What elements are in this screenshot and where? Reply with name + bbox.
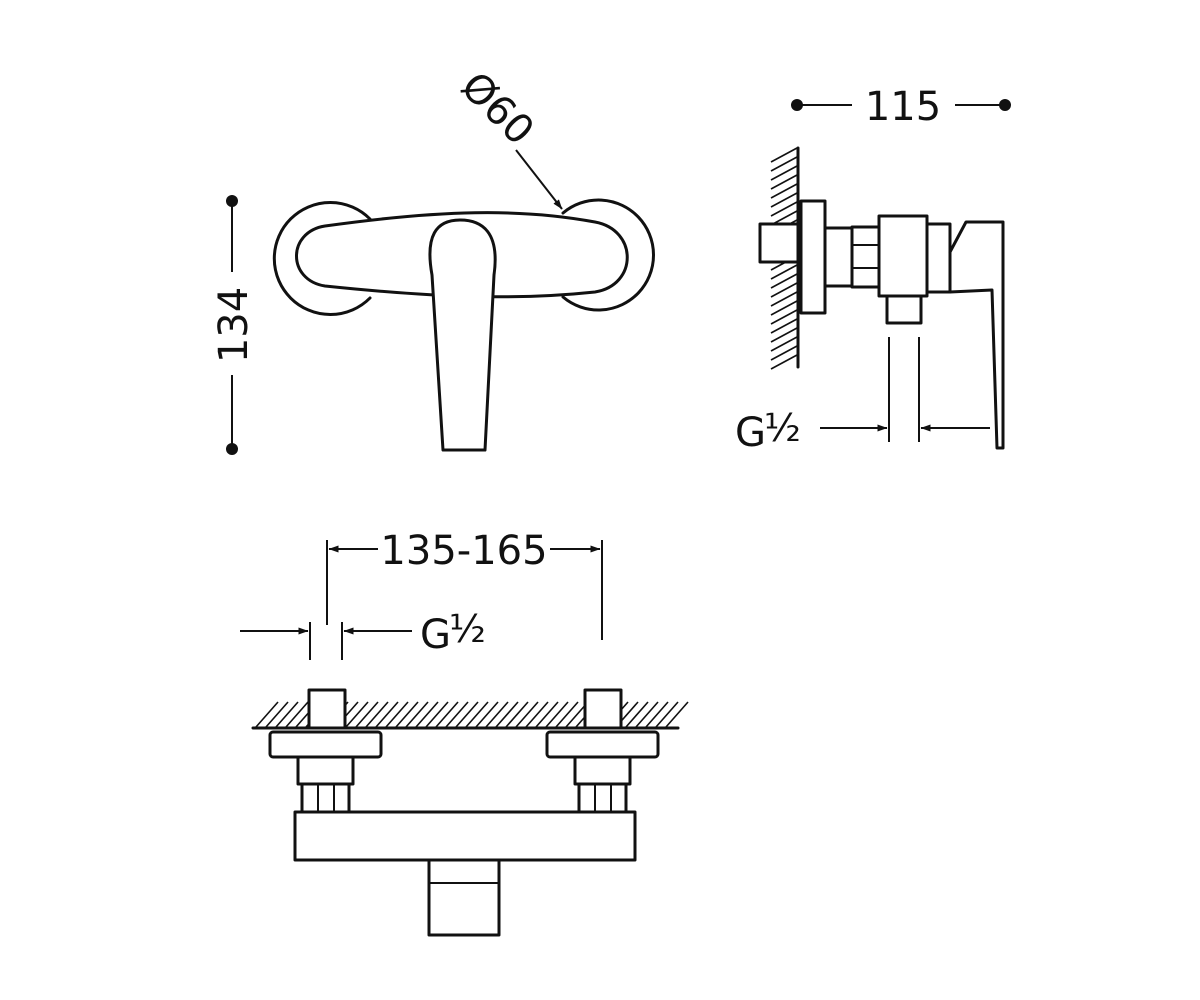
- front-view: 134 Ø60: [211, 63, 655, 455]
- top-thread-letter: G: [420, 612, 451, 658]
- height-dimension: 134: [211, 195, 257, 455]
- top-thread-fraction: ½: [449, 607, 486, 651]
- diameter-label: Ø60: [452, 63, 543, 154]
- side-body: [877, 214, 929, 298]
- left-rosette-plate: [268, 730, 383, 759]
- side-inlet-stub: [758, 222, 800, 264]
- side-thread-fraction: ½: [764, 406, 801, 450]
- spacing-label: 135-165: [380, 528, 547, 574]
- right-connector-hex: [577, 782, 628, 814]
- right-connector-nut: [573, 755, 632, 786]
- outlet-stub: [427, 858, 501, 937]
- top-thread-dimension: G ½: [240, 607, 486, 660]
- side-outlet: [885, 294, 923, 325]
- left-connector-nut: [296, 755, 355, 786]
- depth-label: 115: [865, 84, 941, 130]
- side-lever: [948, 220, 1005, 450]
- depth-dimension: 115: [791, 84, 1011, 130]
- left-wall-inlet: [307, 688, 347, 730]
- height-label: 134: [211, 287, 257, 363]
- left-connector-hex: [300, 782, 351, 814]
- mixer-body: [295, 211, 629, 299]
- right-rosette-plate: [545, 730, 660, 759]
- right-rosette: [561, 198, 655, 312]
- side-cartridge-cap: [925, 222, 952, 294]
- lever-handle: [428, 218, 497, 452]
- spacing-dimension: 135-165: [326, 528, 603, 640]
- side-rosette-plate: [799, 199, 827, 315]
- side-nut: [823, 226, 854, 288]
- top-view: 135-165 G ½: [240, 528, 689, 937]
- left-rosette: [272, 201, 372, 316]
- side-hex-connector: [850, 225, 881, 289]
- side-thread-dimension: G ½: [735, 337, 990, 456]
- side-view: 115 G ½: [735, 84, 1011, 456]
- right-wall-inlet: [583, 688, 623, 730]
- side-thread-letter: G: [735, 410, 766, 456]
- diameter-callout: Ø60: [452, 63, 563, 210]
- mixer-body-bar: [293, 810, 637, 862]
